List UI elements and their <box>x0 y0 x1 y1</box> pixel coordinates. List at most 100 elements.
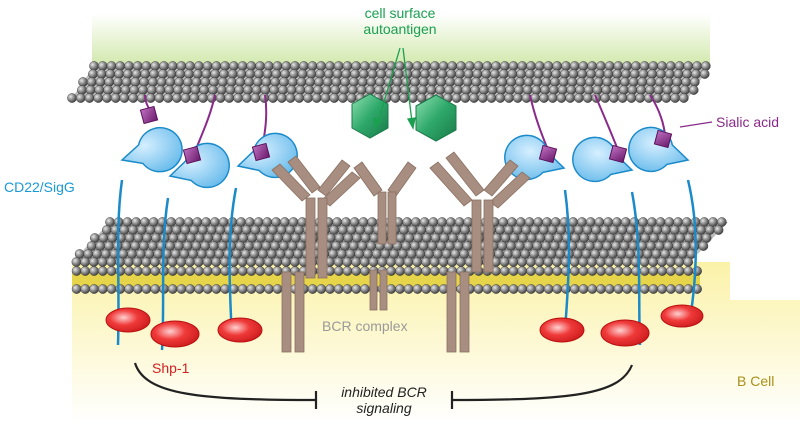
lipid-head <box>246 61 257 71</box>
lipid-head <box>456 61 466 71</box>
bcr-chain <box>369 269 378 311</box>
lipid-head <box>681 77 691 87</box>
bcr-right <box>429 151 531 273</box>
lipid-head <box>395 284 405 294</box>
lipid-head <box>331 77 342 87</box>
lipid-head <box>304 85 314 95</box>
lipid-head <box>261 77 272 87</box>
bcr-chain <box>446 271 457 353</box>
bcr-chain <box>294 271 305 353</box>
lipid-head <box>412 284 423 294</box>
lipid-head <box>578 266 589 276</box>
lipid-head <box>417 85 428 95</box>
lipid-head <box>226 77 237 87</box>
shp1-ellipse <box>539 317 585 343</box>
lipid-head <box>578 284 589 294</box>
lipid-head <box>295 85 306 95</box>
lipid-head <box>131 69 142 79</box>
lipid-head <box>674 61 685 71</box>
lipid-head <box>569 61 580 71</box>
lipid-head <box>198 93 208 103</box>
lipid-head <box>128 93 138 103</box>
lipid-head <box>561 61 571 71</box>
bcr-chain <box>459 271 470 353</box>
lipid-head <box>549 85 559 95</box>
lipid-head <box>194 266 204 276</box>
inhibition-label-line2: signaling <box>356 400 411 416</box>
lipid-head <box>570 266 580 276</box>
lipid-head <box>119 93 130 103</box>
lipid-head <box>366 77 377 87</box>
lipid-head <box>552 257 562 267</box>
lipid-head <box>420 69 430 79</box>
lipid-head <box>150 257 160 267</box>
lipid-head <box>351 61 362 71</box>
lipid-head <box>167 266 178 276</box>
lipid-head <box>600 93 610 103</box>
lipid-head <box>682 69 693 79</box>
lipid-head <box>543 266 554 276</box>
lipid-head <box>199 85 209 95</box>
lipid-head <box>263 61 274 71</box>
lipid-head <box>80 257 90 267</box>
lipid-head <box>124 257 134 267</box>
lipid-head <box>386 284 397 294</box>
lipid-head <box>587 257 597 267</box>
target-cell-membrane <box>67 61 711 103</box>
lipid-head <box>132 266 143 276</box>
lipid-head <box>574 93 584 103</box>
lipid-head <box>255 257 265 267</box>
lipid-head <box>534 257 545 267</box>
bcr-antibodies <box>271 151 531 279</box>
lipid-head <box>297 69 308 79</box>
lipid-head <box>481 69 492 79</box>
lipid-head <box>683 284 694 294</box>
lipid-head <box>71 257 82 267</box>
lipid-head <box>622 266 633 276</box>
lipid-head <box>172 93 182 103</box>
cd22-stalk <box>563 189 571 331</box>
lipid-head <box>679 93 689 103</box>
autoantigen-hexagon <box>415 94 457 142</box>
lipid-head <box>194 61 204 71</box>
lipid-head <box>211 257 221 267</box>
lipid-head <box>94 85 105 95</box>
lipid-head <box>298 61 309 71</box>
lipid-head <box>250 93 261 103</box>
lipid-head <box>89 257 99 267</box>
lipid-head <box>360 266 370 276</box>
lipid-head <box>419 77 429 87</box>
lipid-head <box>604 266 615 276</box>
shp1-ellipse <box>105 307 151 333</box>
lipid-head <box>365 85 376 95</box>
lipid-head <box>276 93 287 103</box>
lipid-head <box>307 61 318 71</box>
sialic-acid-pointer <box>679 121 713 128</box>
lipid-head <box>427 77 438 87</box>
lipid-head <box>163 93 173 103</box>
lipid-head <box>612 69 623 79</box>
lipid-head <box>78 77 88 87</box>
lipid-head <box>653 85 664 95</box>
lipid-head <box>286 85 297 95</box>
lipid-head <box>486 93 497 103</box>
lipid-head <box>303 93 313 103</box>
lipid-head <box>316 61 327 71</box>
lipid-head <box>176 266 187 276</box>
lipid-head <box>89 266 99 276</box>
lipid-head <box>377 257 388 267</box>
lipid-head <box>227 69 238 79</box>
lipid-head <box>393 69 404 79</box>
lipid-head <box>285 93 296 103</box>
lipid-head <box>391 85 402 95</box>
lipid-head <box>106 61 117 71</box>
lipid-head <box>333 284 344 294</box>
autoantigens <box>351 93 457 142</box>
lipid-head <box>428 69 439 79</box>
lipid-head <box>523 77 534 87</box>
lipid-head <box>403 284 414 294</box>
lipid-head <box>576 77 587 87</box>
lipid-head <box>409 85 419 95</box>
lipid-head <box>447 61 458 71</box>
lipid-head <box>473 61 484 71</box>
